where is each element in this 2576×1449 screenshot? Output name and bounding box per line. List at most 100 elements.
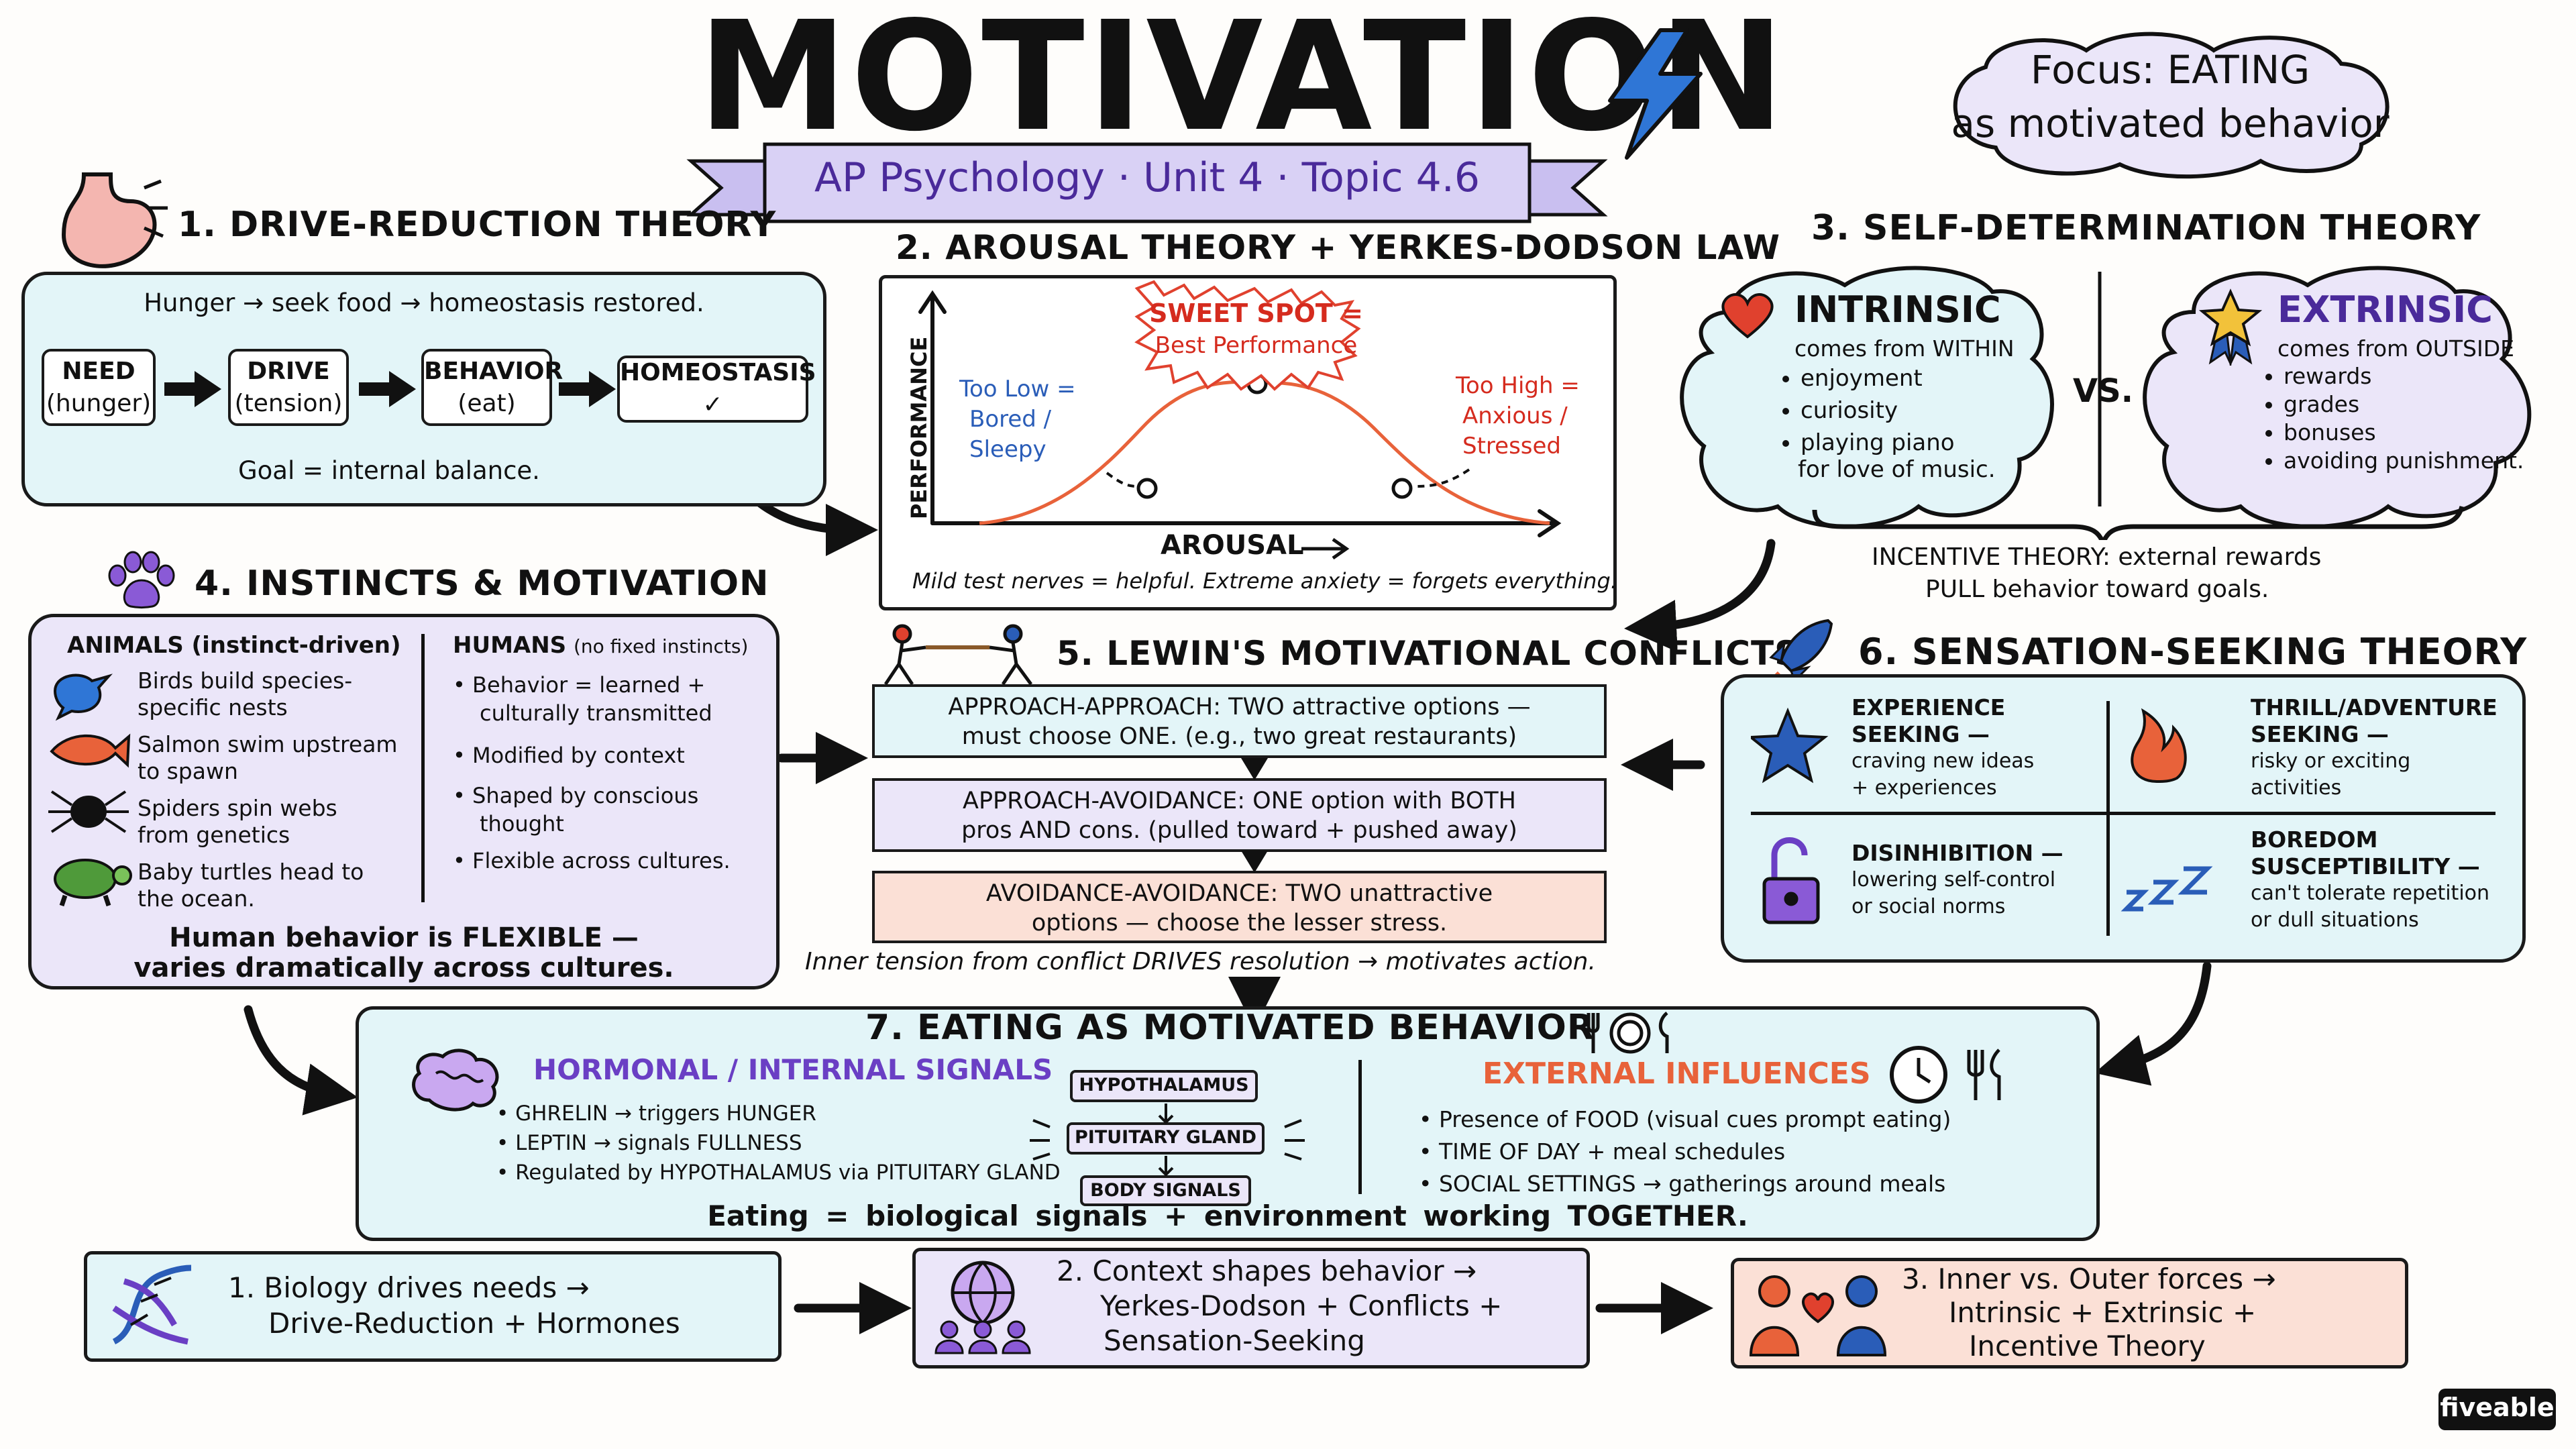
sdt-heading: 3. SELF-DETERMINATION THEORY (1811, 208, 2481, 248)
arrow-sdt-to-lewin (1624, 539, 1776, 652)
brand-label: fiveable (2440, 1393, 2555, 1422)
drive-step-line2: (tension) (234, 389, 343, 417)
tug-of-war-icon (883, 624, 1033, 686)
intrinsic-cloud (1680, 266, 2054, 529)
sensation-cell-title: THRILL/ADVENTURE (2251, 694, 2498, 720)
sensation-icons (1751, 708, 2213, 924)
fiveable-logo[interactable]: fiveable (2438, 1389, 2556, 1430)
extrinsic-sub: comes from OUTSIDE (2277, 335, 2514, 362)
yerkes-dodson-chart (918, 280, 1562, 537)
summary-line: Yerkes-Dodson + Conflicts + (1100, 1289, 1503, 1322)
conflict-line: APPROACH-AVOIDANCE: ONE option with BOTH (963, 788, 1516, 814)
arousal-caption: Mild test nerves = helpful. Extreme anxi… (912, 568, 1617, 594)
incentive-brace (1812, 505, 2465, 540)
spider-icon (48, 790, 129, 833)
globe-people-icon (934, 1260, 1031, 1354)
too-low-3: Sleepy (969, 436, 1046, 463)
summary-line: 2. Context shapes behavior → (1057, 1254, 1477, 1287)
human-line: • Modified by context (453, 743, 685, 768)
arrow-instincts-to-eating (244, 1005, 358, 1116)
focus-line-1: Focus: EATING (2030, 47, 2310, 93)
hormonal-title: HORMONAL / INTERNAL SIGNALS (533, 1053, 1053, 1086)
animal-icons (48, 674, 132, 907)
instincts-footer-2: varies dramatically across cultures. (133, 953, 674, 983)
instincts-divider (421, 634, 425, 902)
sensation-cell-thrill: THRILL/ADVENTURE SEEKING — risky or exci… (2251, 694, 2498, 802)
plate-utensils-icon (1587, 1012, 1669, 1054)
subtitle-ribbon (686, 142, 1608, 223)
external-title: EXTERNAL INFLUENCES (1483, 1057, 1871, 1091)
sensation-cell-desc: or social norms (1851, 895, 2006, 918)
instincts-footer-1: Human behavior is FLEXIBLE — (169, 922, 639, 953)
drive-step-drive: DRIVE (tension) (228, 349, 349, 426)
stomach-icon (61, 172, 168, 268)
human-line: • Flexible across cultures. (453, 848, 731, 873)
unlocked-padlock-icon (1762, 837, 1820, 924)
external-item: • TIME OF DAY + meal schedules (1419, 1138, 1786, 1165)
sensation-cell-title: BOREDOM (2251, 826, 2378, 853)
conflict-line: options — choose the lesser stress. (1031, 910, 1448, 936)
summary-line: Incentive Theory (1969, 1330, 2206, 1362)
body-signals-box: BODY SIGNALS (1080, 1175, 1251, 1206)
arrow-right-icon (1301, 537, 1350, 560)
arrow-down-icon (1241, 758, 1268, 873)
drive-heading: 1. DRIVE-REDUCTION THEORY (178, 205, 777, 245)
high-point (1391, 478, 1413, 499)
human-item: • Flexible across cultures. (453, 847, 731, 875)
sensation-cell-experience: EXPERIENCE SEEKING — craving new ideas +… (1851, 694, 2034, 802)
conflict-approach-avoidance: APPROACH-AVOIDANCE: ONE option with BOTH… (872, 778, 1607, 852)
eating-divider (1358, 1060, 1362, 1194)
sensation-cell-desc: lowering self-control (1851, 868, 2056, 892)
sensation-cell-title: EXPERIENCE (1851, 694, 2006, 720)
subtitle: AP Psychology · Unit 4 · Topic 4.6 (814, 154, 1481, 201)
arousal-xlabel: AROUSAL (1161, 530, 1304, 561)
hormonal-text: LEPTIN → signals FULLNESS (515, 1131, 802, 1155)
too-high-1: Too High = (1456, 372, 1580, 399)
drive-step-behavior: BEHAVIOR (eat) (421, 349, 563, 426)
sensation-heading: 6. SENSATION-SEEKING THEORY (1858, 631, 2528, 673)
sensation-cell-title: SEEKING — (1851, 721, 1990, 747)
x-axis-arrowhead (1538, 509, 1562, 537)
sensation-cell-title: DISINHIBITION — (1851, 840, 2063, 866)
conflict-down-arrows (1241, 758, 1268, 873)
animal-line: the ocean. (138, 885, 255, 912)
animal-item: Salmon swim upstream to spawn (138, 731, 398, 785)
external-item: • Presence of FOOD (visual cues prompt e… (1419, 1106, 1951, 1132)
lightning-bolt-icon (1608, 28, 1703, 160)
low-point (1136, 478, 1158, 499)
intrinsic-item: enjoyment (1801, 362, 1955, 394)
sensation-cell-boredom: BOREDOM SUSCEPTIBILITY — can't tolerate … (2251, 826, 2489, 934)
arousal-ylabel: PERFORMANCE (906, 336, 932, 519)
instincts-panel (28, 614, 780, 989)
animal-line: specific nests (138, 694, 288, 720)
people-heart-icon (1749, 1275, 1887, 1356)
arrow-sensation-to-eating (2094, 961, 2212, 1086)
humans-note: (no fixed instincts) (573, 635, 749, 657)
dna-icon (112, 1265, 192, 1345)
animals-title: ANIMALS (instinct-driven) (67, 632, 401, 659)
drive-goal: Goal = internal balance. (238, 456, 540, 485)
turtle-icon (54, 859, 132, 907)
sensation-cell-desc: activities (2251, 776, 2342, 800)
animal-line: Birds build species- (138, 667, 353, 694)
summary-line: 1. Biology drives needs → (228, 1271, 590, 1304)
extrinsic-item: grades (2284, 390, 2524, 419)
intrinsic-item: curiosity (1801, 394, 1955, 427)
humans-title-text: HUMANS (453, 632, 567, 659)
drive-step-line1: HOMEOSTASIS ✓ (620, 359, 816, 419)
hormonal-item: • LEPTIN → signals FULLNESS (496, 1131, 802, 1155)
vs-label: VS. (2073, 372, 2133, 410)
eating-heading: 7. EATING AS MOTIVATED BEHAVIOR (865, 1008, 1595, 1048)
animal-line: from genetics (138, 822, 290, 848)
human-text: Shaped by conscious (472, 783, 699, 808)
fire-icon (2131, 708, 2187, 784)
humans-title: HUMANS (no fixed instincts) (453, 632, 748, 659)
intrinsic-item: playing piano (1801, 427, 1955, 459)
external-text: Presence of FOOD (visual cues prompt eat… (1438, 1106, 1951, 1132)
sensation-cell-desc: can't tolerate repetition (2251, 881, 2490, 905)
human-text: Flexible across cultures. (472, 848, 731, 873)
sensation-panel (1721, 674, 2526, 963)
focus-cloud (1953, 32, 2390, 179)
human-line: culturally transmitted (480, 700, 712, 726)
animal-item: Birds build species- specific nests (138, 667, 352, 721)
